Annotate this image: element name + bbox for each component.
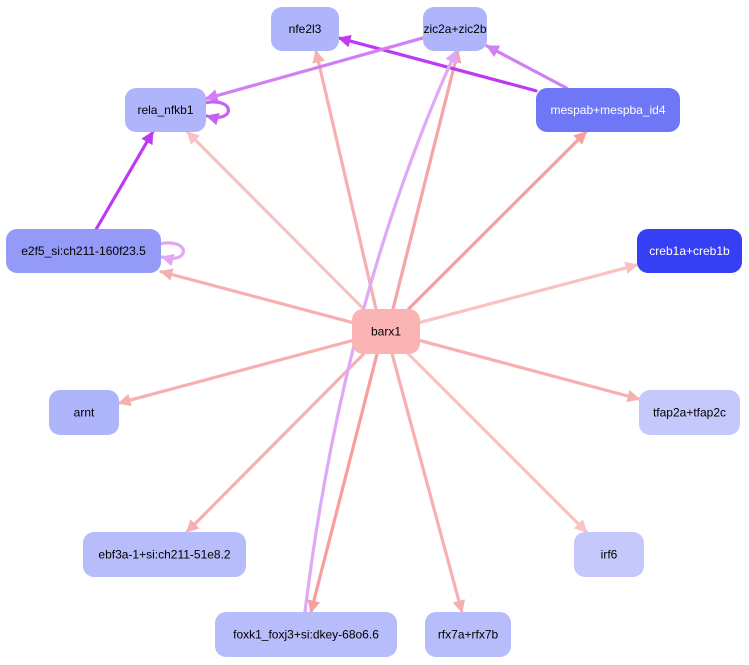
node-label: barx1: [371, 325, 401, 339]
node-box: [49, 390, 119, 435]
node-ebf3a: ebf3a-1+si:ch211-51e8.2: [83, 532, 246, 577]
node-box: [639, 390, 740, 435]
node-label: mespab+mespba_id4: [550, 103, 665, 117]
edge-barx1-to-rfx7a: [390, 352, 466, 614]
edge-barx1-to-ebf3a: [185, 352, 366, 534]
node-label: nfe2l3: [289, 22, 322, 36]
node-label: e2f5_si:ch211-160f23.5: [21, 244, 146, 258]
node-irf6: irf6: [574, 532, 644, 577]
node-box: [352, 309, 420, 354]
node-label: tfap2a+tfap2c: [653, 406, 726, 420]
edge-barx1-to-tfap2a: [418, 338, 641, 403]
node-label: zic2a+zic2b: [423, 22, 486, 36]
node-box: [125, 88, 206, 132]
edge-barx1-to-zic2a: [391, 49, 462, 311]
node-box: [423, 7, 487, 51]
node-layer: nfe2l3 zic2a+zic2b rela_nfkb1 mespab+mespba…: [6, 7, 742, 657]
node-box: [425, 612, 511, 657]
node-label: foxk1_foxj3+si:dkey-68o6.6: [233, 628, 379, 642]
edge-e2f5-to-e2f5: [157, 241, 185, 267]
node-box: [637, 229, 742, 273]
node-creb1a: creb1a+creb1b: [637, 229, 742, 273]
edge-barx1-to-mespab: [406, 130, 588, 311]
node-label: rfx7a+rfx7b: [438, 628, 499, 642]
node-label: creb1a+creb1b: [649, 244, 730, 258]
node-box: [574, 532, 644, 577]
node-foxk1: foxk1_foxj3+si:dkey-68o6.6: [215, 612, 397, 657]
edge-zic2a-to-rela: [204, 36, 425, 102]
edge-e2f5-to-rela: [94, 130, 155, 231]
node-box: [215, 612, 397, 657]
node-box: [536, 88, 680, 132]
node-box: [271, 7, 339, 51]
edge-barx1-to-irf6: [406, 352, 589, 534]
edge-barx1-to-arnt: [117, 339, 354, 407]
node-label: irf6: [601, 548, 618, 562]
edge-rela-to-rela: [202, 100, 230, 126]
edge-mespab-to-zic2a: [485, 44, 569, 90]
edge-barx1-to-foxk1: [307, 352, 379, 614]
edge-barx1-to-nfe2l3: [312, 49, 378, 311]
node-label: rela_nfkb1: [137, 103, 193, 117]
node-box: [6, 229, 161, 273]
node-nfe2l3: nfe2l3: [271, 7, 339, 51]
node-mespab: mespab+mespba_id4: [536, 88, 680, 132]
node-rfx7a: rfx7a+rfx7b: [425, 612, 511, 657]
node-barx1: barx1: [352, 309, 420, 354]
node-e2f5: e2f5_si:ch211-160f23.5: [6, 229, 161, 273]
edge-barx1-to-creb1a: [418, 261, 639, 325]
node-rela: rela_nfkb1: [125, 88, 206, 132]
node-tfap2a: tfap2a+tfap2c: [639, 390, 740, 435]
node-label: arnt: [74, 406, 95, 420]
edge-barx1-to-e2f5: [159, 268, 354, 325]
node-label: ebf3a-1+si:ch211-51e8.2: [98, 548, 231, 562]
node-arnt: arnt: [49, 390, 119, 435]
edge-mespab-to-nfe2l3: [337, 34, 538, 93]
edge-barx1-to-rela: [185, 130, 366, 311]
node-box: [83, 532, 246, 577]
node-zic2a: zic2a+zic2b: [423, 7, 487, 51]
